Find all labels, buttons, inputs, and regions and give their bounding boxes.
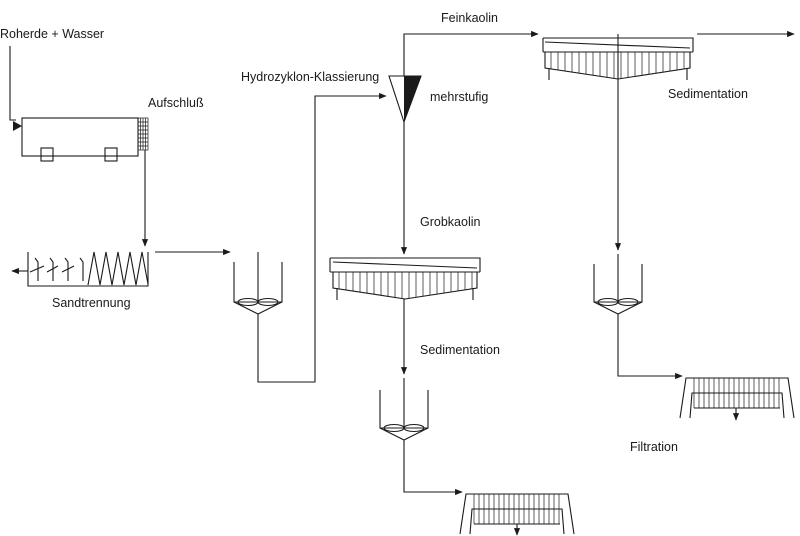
flow-to-filter-right <box>617 314 683 380</box>
label-input: Roherde + Wasser <box>0 27 104 41</box>
label-digestion: Aufschluß <box>148 96 204 110</box>
feed-arrow <box>13 121 22 131</box>
label-coarse-kaolin: Grobkaolin <box>420 215 480 229</box>
filter-press-right <box>679 377 795 421</box>
label-sedimentation-middle: Sedimentation <box>420 343 500 357</box>
label-sedimentation-right: Sedimentation <box>668 87 748 101</box>
flow-tank-to-cyclone <box>257 92 387 383</box>
flow-to-filter-bottom <box>403 440 463 496</box>
pump-tank-middle <box>379 378 429 441</box>
label-multistage: mehrstufig <box>430 90 488 104</box>
label-hydrocyclone: Hydrozyklon-Klassierung <box>241 70 379 84</box>
flow-fine-kaolin <box>403 30 539 76</box>
thickener-coarse <box>329 257 481 300</box>
label-filtration: Filtration <box>630 440 678 454</box>
label-fine-kaolin: Feinkaolin <box>441 11 498 25</box>
label-sand-separation: Sandtrennung <box>52 296 131 310</box>
thickener-fine <box>542 30 795 251</box>
hydrocyclone-icon <box>388 75 422 124</box>
filter-press-bottom <box>459 493 575 536</box>
digestion-drum <box>9 46 149 162</box>
pump-tank-1 <box>233 252 283 315</box>
sand-separator <box>11 251 149 287</box>
pump-tank-right <box>593 254 643 315</box>
drum-screen-icon <box>137 117 149 151</box>
